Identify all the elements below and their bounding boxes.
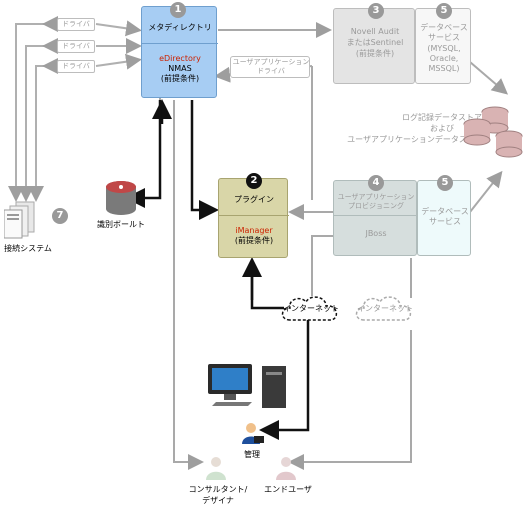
datastore-icon bbox=[463, 106, 523, 158]
internet-left-label: インターネット bbox=[283, 304, 339, 313]
db-top-box: 5 データベース サービス (MYSQL, Oracle, MSSQL) bbox=[415, 3, 471, 84]
step-number: 3 bbox=[368, 3, 384, 19]
step-number: 2 bbox=[246, 173, 262, 189]
driver-box-1: ドライバ bbox=[57, 18, 95, 31]
db-to-store bbox=[469, 170, 503, 213]
metadirectory-title: メタディレクトリ bbox=[148, 23, 212, 32]
driver3-link bbox=[95, 53, 142, 70]
db-top-line1: データベース bbox=[420, 23, 468, 32]
audit-to-store bbox=[469, 61, 509, 95]
log-store-line2: および bbox=[430, 124, 454, 133]
driver-box-3: ドライバ bbox=[57, 60, 95, 73]
db-bottom-box: 5 データベース サービス bbox=[417, 175, 471, 256]
internet-cloud-right bbox=[355, 296, 412, 321]
step-number: 1 bbox=[170, 2, 186, 18]
step-number: 7 bbox=[52, 208, 68, 224]
audit-prereq: (前提条件) bbox=[355, 49, 395, 58]
audit-box: 3 Novell Audit またはSentinel (前提条件) bbox=[333, 3, 415, 84]
meta-to-consultant bbox=[173, 100, 204, 470]
ua-driver-line1: ユーザアプリケーション bbox=[232, 58, 310, 66]
internet-cloud-left bbox=[281, 296, 338, 321]
db-top-opts1: (MYSQL, bbox=[427, 44, 461, 53]
internet-right-label: インターネット bbox=[357, 304, 413, 313]
imanager-label: iManager bbox=[235, 226, 273, 235]
ua-driver-box: ユーザアプリケーション ドライバ bbox=[230, 56, 310, 78]
consultant-line2: デザイナ bbox=[202, 496, 234, 505]
driver1-link bbox=[95, 20, 142, 37]
end-user-person-icon bbox=[276, 457, 296, 480]
db-bottom-line1: データベース bbox=[421, 207, 469, 216]
plugin-title: プラグイン bbox=[234, 195, 274, 204]
driver-box-2: ドライバ bbox=[57, 40, 95, 53]
admin-label: 管理 bbox=[244, 450, 260, 459]
connected-systems-icon bbox=[4, 201, 35, 239]
consultant-person-icon bbox=[206, 457, 226, 480]
ua-to-internet-left bbox=[311, 235, 333, 296]
metadirectory-prereq: (前提条件) bbox=[160, 74, 200, 83]
log-store-line3: ユーザアプリケーションデータストア bbox=[347, 135, 483, 144]
drv2-to-systems bbox=[18, 45, 56, 202]
consultant-line1: コンサルタント/ bbox=[188, 485, 248, 494]
db-bottom-line2: サービス bbox=[429, 217, 461, 226]
end-user-label: エンドユーザ bbox=[264, 485, 312, 494]
internet-to-enduser bbox=[288, 330, 412, 470]
identity-vault-label: 識別ボールト bbox=[97, 220, 145, 229]
meta-to-plugin bbox=[190, 100, 219, 220]
ua-driver-line2: ドライバ bbox=[257, 67, 285, 75]
log-store-line1: ログ記録データストア bbox=[402, 113, 482, 122]
step-number: 5 bbox=[437, 175, 453, 191]
workstation-icon bbox=[208, 364, 286, 408]
nmas-label: NMAS bbox=[168, 64, 192, 73]
db-top-opts3: MSSQL) bbox=[428, 64, 460, 73]
meta-to-vault bbox=[125, 100, 162, 208]
jboss-label: JBoss bbox=[365, 229, 387, 238]
audit-line1: Novell Audit bbox=[350, 27, 400, 36]
user-app-line1: ユーザアプリケーション bbox=[337, 193, 415, 201]
admin-person-icon bbox=[242, 423, 264, 444]
db-top-line2: サービス bbox=[428, 33, 460, 42]
user-app-box: 4 ユーザアプリケーション プロビジョニング JBoss bbox=[333, 175, 418, 256]
user-app-line2: プロビジョニング bbox=[348, 202, 404, 210]
edirectory-label: eDirectory bbox=[159, 54, 201, 63]
identity-vault-icon bbox=[106, 181, 136, 215]
connected-systems-label: 接続システム bbox=[4, 244, 52, 253]
internet-to-admin bbox=[259, 316, 310, 440]
plugin-prereq: (前提条件) bbox=[234, 236, 274, 245]
metadirectory-box: 1 メタディレクトリ eDirectory NMAS (前提条件) bbox=[141, 2, 218, 98]
step-number: 5 bbox=[436, 3, 452, 19]
audit-line2: またはSentinel bbox=[346, 38, 404, 47]
db-top-opts2: Oracle, bbox=[429, 54, 459, 63]
drv3-to-systems bbox=[28, 65, 56, 202]
step-number: 4 bbox=[368, 175, 384, 191]
plugin-box: 2 プラグイン iManager (前提条件) bbox=[218, 173, 289, 258]
